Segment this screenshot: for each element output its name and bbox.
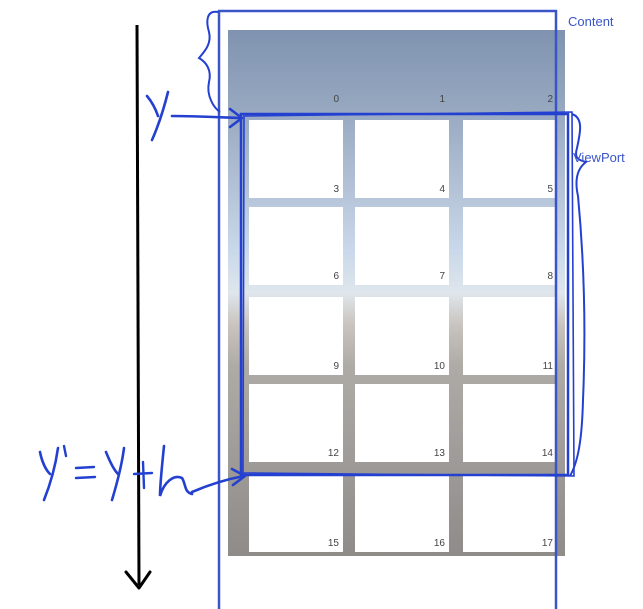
grid-cell: 10 [355, 297, 449, 375]
grid-cell: 3 [249, 120, 343, 198]
viewport-brace [569, 113, 589, 477]
cell-index-label: 12 [327, 448, 339, 459]
handwritten-prime-mark [62, 444, 68, 458]
handwritten-equals [74, 465, 97, 480]
y-prime-pointer-arrowhead [230, 467, 247, 487]
grid-cell: 13 [355, 384, 449, 462]
grid-cell: 9 [249, 297, 343, 375]
scroll-axis-line [135, 24, 141, 586]
grid-cell: 4 [355, 120, 449, 198]
cell-index-label: 15 [327, 538, 339, 549]
handwritten-y-second [104, 446, 126, 502]
grid-cell: 8 [463, 207, 557, 285]
content-frame [217, 9, 558, 609]
cell-index-label: 10 [433, 361, 445, 372]
grid-cell: 15 [249, 474, 343, 552]
grid-cell: 5 [463, 120, 557, 198]
grid-cell: 12 [249, 384, 343, 462]
y-pointer-arrow [170, 114, 242, 120]
handwritten-y-prime-y [38, 446, 60, 502]
content-label: Content [568, 14, 614, 29]
cell-index-label: 6 [333, 271, 339, 282]
handwritten-y-top [145, 90, 170, 142]
cell-index-label: 3 [333, 184, 339, 195]
grid-cell: 14 [463, 384, 557, 462]
handwritten-h [158, 444, 194, 497]
cell-index-label: 13 [433, 448, 445, 459]
cell-index-label: 9 [333, 361, 339, 372]
scroll-axis-arrowhead [124, 570, 152, 590]
cell-index-label: 4 [439, 184, 445, 195]
grid-cell: 16 [355, 474, 449, 552]
grid-cell: 2 [463, 30, 557, 108]
cell-index-label: 17 [541, 538, 553, 549]
grid-cell: 0 [249, 30, 343, 108]
cell-index-label: 11 [542, 361, 553, 372]
cell-index-label: 2 [547, 94, 553, 105]
cell-index-label: 0 [333, 94, 339, 105]
cell-index-label: 5 [547, 184, 553, 195]
grid-background [228, 30, 565, 556]
cell-index-label: 8 [547, 271, 553, 282]
cell-index-label: 16 [433, 538, 445, 549]
y-pointer-arrowhead [228, 107, 244, 129]
viewport-frame [239, 112, 570, 477]
grid-cell: 1 [355, 30, 449, 108]
grid-cell: 17 [463, 474, 557, 552]
grid-cell: 6 [249, 207, 343, 285]
cell-index-label: 7 [439, 271, 445, 282]
cell-index-label: 14 [541, 448, 553, 459]
viewport-frame-stroke [242, 111, 575, 477]
cell-index-label: 1 [439, 94, 445, 105]
content-brace [197, 10, 221, 113]
y-prime-pointer-arrow [190, 474, 246, 494]
grid-cell: 7 [355, 207, 449, 285]
viewport-label: ViewPort [573, 150, 625, 165]
grid-cell: 11 [463, 297, 557, 375]
handwritten-plus [132, 460, 154, 490]
